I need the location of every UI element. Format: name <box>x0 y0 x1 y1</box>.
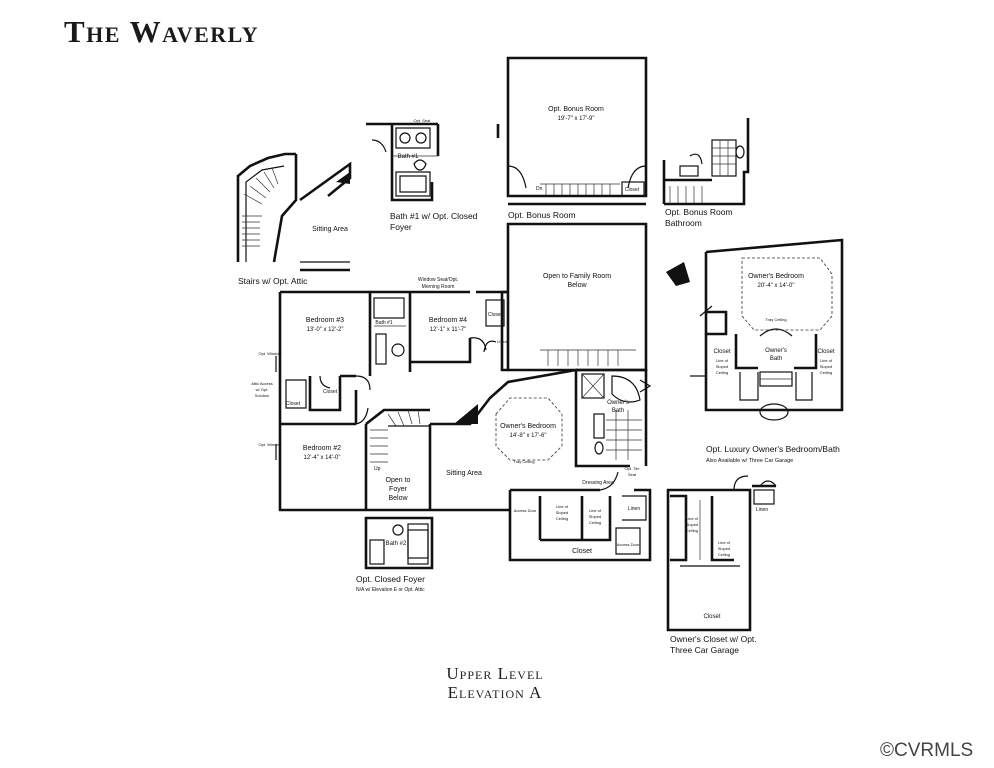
inset-bath1-foyer <box>366 122 440 202</box>
up-label: Up <box>374 466 381 472</box>
caption-bonus-bath-2: Bathroom <box>665 218 702 228</box>
bath2-label: Bath #2 <box>386 541 407 547</box>
opt-seat-1: Opt. Tile <box>625 466 641 471</box>
owners-bedroom-name: Owner's Bedroom <box>500 423 556 430</box>
bedroom2-dims: 12'-4" x 14'-0" <box>304 455 341 461</box>
open-family-label-2: Below <box>567 282 587 289</box>
caption-closed-foyer: Opt. Closed Foyer <box>356 574 425 584</box>
attic-access-1: Attic Access <box>251 381 273 386</box>
g-sloped-2-b: Sloped <box>718 546 730 551</box>
access-door-r: Access Door <box>617 542 640 547</box>
window-seat-label-2: Morning Room <box>422 284 455 290</box>
inset-bonus-bath <box>662 118 750 206</box>
sloped-1-a: Line of <box>556 504 569 509</box>
caption-bath1-foyer-1: Bath #1 w/ Opt. Closed <box>390 211 478 221</box>
sitting-area-label: Sitting Area <box>446 470 482 477</box>
inset-stairs-attic <box>236 152 352 272</box>
open-foyer-3: Below <box>388 495 408 502</box>
caption-bath1-foyer-2: Foyer <box>390 222 412 232</box>
opt-window-2: Opt. Window <box>259 442 282 447</box>
lux-sloped-l-2: Sloped <box>716 364 728 369</box>
g-sloped-1-a: Line of <box>686 516 699 521</box>
open-foyer-1: Open to <box>386 477 411 484</box>
inset-captions: Stairs w/ Opt. Attic Bath #1 w/ Opt. Clo… <box>238 207 840 655</box>
access-door-l: Access Door <box>514 508 537 513</box>
tray-ceiling-label: Tray Ceiling <box>513 459 534 464</box>
caption-owners-closet-1: Owner's Closet w/ Opt. <box>670 634 757 644</box>
owners-bath-2: Bath <box>612 408 624 414</box>
caption-closed-foyer-note: N/A w/ Elevation E or Opt. Attic <box>356 587 425 593</box>
lux-closet-r: Closet <box>817 349 834 355</box>
g-sloped-2-a: Line of <box>718 540 731 545</box>
sitting-area-top-label: Sitting Area <box>312 226 348 233</box>
bonus-room-dims: 19'-7" x 17'-9" <box>558 116 595 122</box>
caption-luxury: Opt. Luxury Owner's Bedroom/Bath <box>706 444 840 454</box>
opt-seat-2: Seat <box>628 472 637 477</box>
closet-a-label: Closet <box>488 312 503 318</box>
main-closet-label: Closet <box>572 548 592 555</box>
dressing-area-label: Dressing Area <box>582 480 614 486</box>
lux-closet-l: Closet <box>713 349 730 355</box>
sloped-1-c: Ceiling <box>556 516 568 521</box>
bonus-room-name: Opt. Bonus Room <box>548 106 604 113</box>
closet-b-label: Closet <box>286 401 301 407</box>
bath1-label: Bath #1 <box>398 154 419 160</box>
inset-owners-closet-garage <box>666 475 777 632</box>
sloped-2-b: Sloped <box>589 514 601 519</box>
g-sloped-2-c: Ceiling <box>718 552 730 557</box>
caption-owners-closet-2: Three Car Garage <box>670 645 739 655</box>
inset-luxury-owners <box>666 238 844 421</box>
elevation-label: Elevation A <box>447 683 543 702</box>
lux-sloped-r-3: Ceiling <box>820 370 832 375</box>
lux-sloped-l-3: Ceiling <box>716 370 728 375</box>
open-family-label-1: Open to Family Room <box>543 273 611 280</box>
lux-sloped-r-2: Sloped <box>820 364 832 369</box>
caption-bonus-room: Opt. Bonus Room <box>508 210 576 220</box>
lux-bedroom-dims: 20'-4" x 14'-0" <box>758 283 795 289</box>
lux-tray-label: Tray Ceiling <box>765 317 786 322</box>
opt-window-1: Opt. Window <box>259 351 282 356</box>
lux-sloped-l-1: Line of <box>716 358 729 363</box>
bonus-room <box>496 56 648 206</box>
sloped-2-c: Ceiling <box>589 520 601 525</box>
closet-c-label: Closet <box>323 389 338 395</box>
g-closet-label: Closet <box>703 614 720 620</box>
linen2-label: Linen <box>628 506 640 512</box>
caption-luxury-note: Also Available w/ Three Car Garage <box>706 458 793 464</box>
bedroom4-name: Bedroom #4 <box>429 317 467 324</box>
window-seat-label-1: Window Seat/Opt. <box>418 277 458 283</box>
open-foyer-2: Foyer <box>389 486 408 493</box>
bedroom2-name: Bedroom #2 <box>303 445 341 452</box>
closet-bonus-label: Closet <box>625 187 640 193</box>
main-plan <box>275 222 652 570</box>
owners-bedroom-dims: 14'-8" x 17'-6" <box>510 433 547 439</box>
sloped-1-b: Sloped <box>556 510 568 515</box>
lux-bedroom-name: Owner's Bedroom <box>748 273 804 280</box>
level-label: Upper Level <box>446 664 544 683</box>
owners-bath-1: Owner's <box>607 400 629 406</box>
bath-mid-label: Bath #1 <box>375 320 392 326</box>
lux-sloped-r-1: Line of <box>820 358 833 363</box>
attic-access-2: w/ Opt. <box>256 387 269 392</box>
g-sloped-1-b: Sloped <box>686 522 698 527</box>
room-labels: Opt. Bonus Room 19'-7" x 17'-9" Closet D… <box>251 106 835 620</box>
dn-label: Dn <box>536 186 543 192</box>
bedroom3-dims: 13'-0" x 12'-2" <box>307 327 344 333</box>
bath1-opt-seat-label: Opt. Seat <box>414 118 432 123</box>
sloped-2-a: Line of <box>589 508 602 513</box>
bedroom4-dims: 12'-1" x 11'-7" <box>430 327 466 333</box>
plan-title: The Waverly <box>64 14 260 49</box>
lux-bath-1: Owner's <box>765 348 787 354</box>
caption-bonus-bath-1: Opt. Bonus Room <box>665 207 733 217</box>
attic-access-3: Solution <box>255 393 269 398</box>
lux-bath-2: Bath <box>770 356 782 362</box>
g-linen-label: Linen <box>756 507 768 513</box>
g-sloped-1-c: Ceiling <box>686 528 698 533</box>
bedroom3-name: Bedroom #3 <box>306 317 344 324</box>
linen-label: Linen <box>497 339 507 344</box>
caption-stairs: Stairs w/ Opt. Attic <box>238 276 308 286</box>
copyright-watermark: ©CVRMLS <box>880 740 974 761</box>
